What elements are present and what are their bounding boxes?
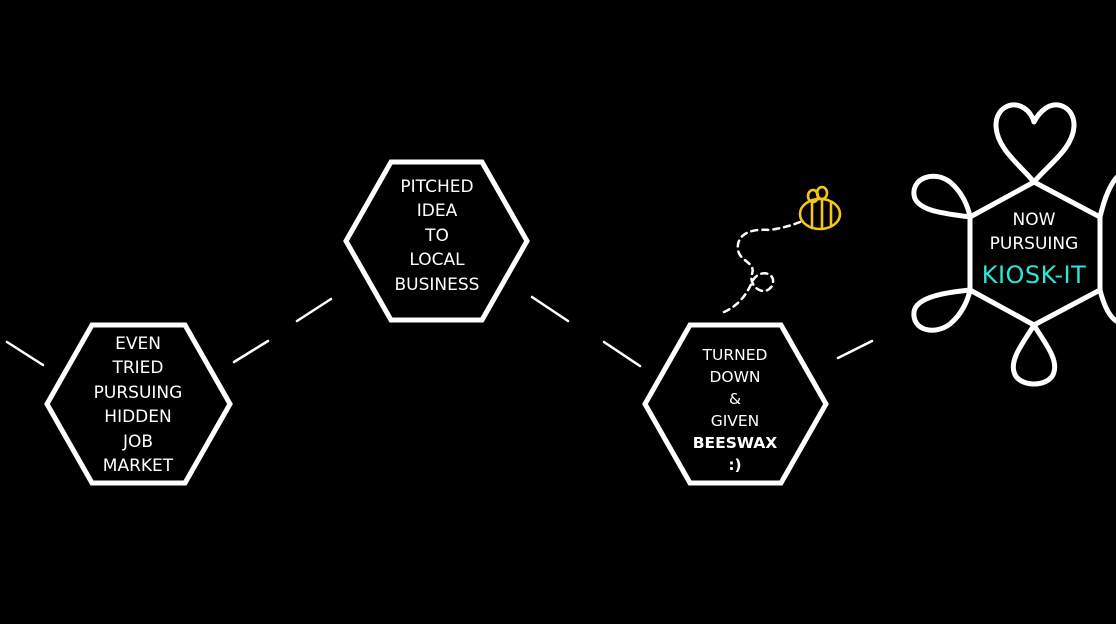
step-3-line: & [728, 390, 742, 408]
step-3-bold-line: BEESWAX [692, 434, 778, 452]
step-4-line: PURSUING [989, 234, 1079, 254]
step-4-label: NOW PURSUING KIOSK-IT [964, 205, 1104, 295]
connector-segment [602, 340, 642, 368]
step-1-line: JOB [122, 431, 154, 452]
bee-icon [798, 185, 842, 231]
step-2-line: BUSINESS [394, 274, 480, 295]
connector-segment [295, 297, 333, 323]
hexagon-step-2 [343, 159, 530, 323]
connector-segment [530, 295, 570, 323]
step-1-label: EVEN TRIED PURSUING HIDDEN JOB MARKET [60, 330, 216, 480]
connector-segment [232, 339, 270, 364]
step-1-line: HIDDEN [104, 407, 172, 427]
step-3-line: TURNED [702, 346, 768, 364]
step-2-line: TO [425, 225, 449, 246]
kiosk-it-highlight: KIOSK-IT [981, 260, 1087, 289]
connector-lines [5, 295, 874, 368]
step-2-label: PITCHED IDEA TO LOCAL BUSINESS [362, 175, 512, 297]
step-3-line: DOWN [709, 368, 761, 386]
step-1-line: TRIED [112, 358, 164, 378]
step-4-line: NOW [1012, 209, 1056, 230]
heart-flower-icon [911, 102, 1116, 387]
step-1-line: EVEN [115, 333, 161, 354]
hexagon-step-1 [44, 322, 233, 486]
connector-segment [5, 340, 45, 367]
step-3-line: GIVEN [710, 412, 760, 430]
step-1-line: PURSUING [93, 382, 183, 403]
connector-segment [836, 339, 874, 360]
step-1-line: MARKET [102, 456, 174, 476]
step-2-line: PITCHED [400, 176, 474, 197]
step-3-bold-line: :) [728, 456, 742, 474]
step-2-line: IDEA [416, 201, 458, 222]
hexagon-step-3 [642, 322, 829, 486]
bee-flight-path [722, 220, 802, 314]
step-3-label: TURNED DOWN & GIVEN BEESWAX :) [660, 342, 810, 478]
step-2-line: LOCAL [409, 250, 465, 271]
